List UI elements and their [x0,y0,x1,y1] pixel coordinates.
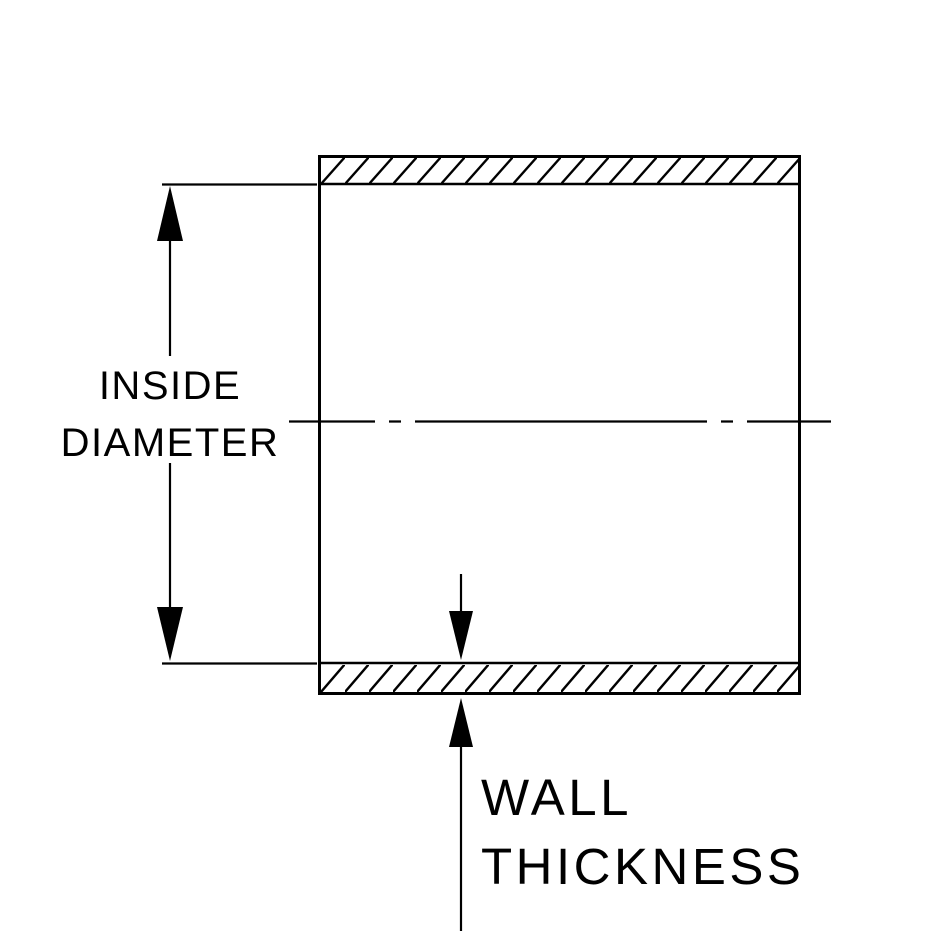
top-wall-hatch [321,158,798,183]
dimension-arrow-down-icon [157,607,183,661]
inside-diameter-label: INSIDE DIAMETER [35,358,305,472]
wall-thickness-arrow-up-icon [449,698,473,747]
dimension-arrow-up-icon [157,186,183,241]
wall-thickness-label-line2: THICKNESS [481,838,805,895]
wall-thickness-label: WALL THICKNESS [481,763,804,901]
wall-thickness-label-line1: WALL [481,769,632,826]
inside-diameter-label-line2: DIAMETER [60,421,280,465]
tube-outline [318,155,801,695]
wall-thickness-arrow-down-icon [449,611,473,660]
bottom-wall-hatch [321,665,798,692]
inside-diameter-label-line1: INSIDE [98,364,242,408]
